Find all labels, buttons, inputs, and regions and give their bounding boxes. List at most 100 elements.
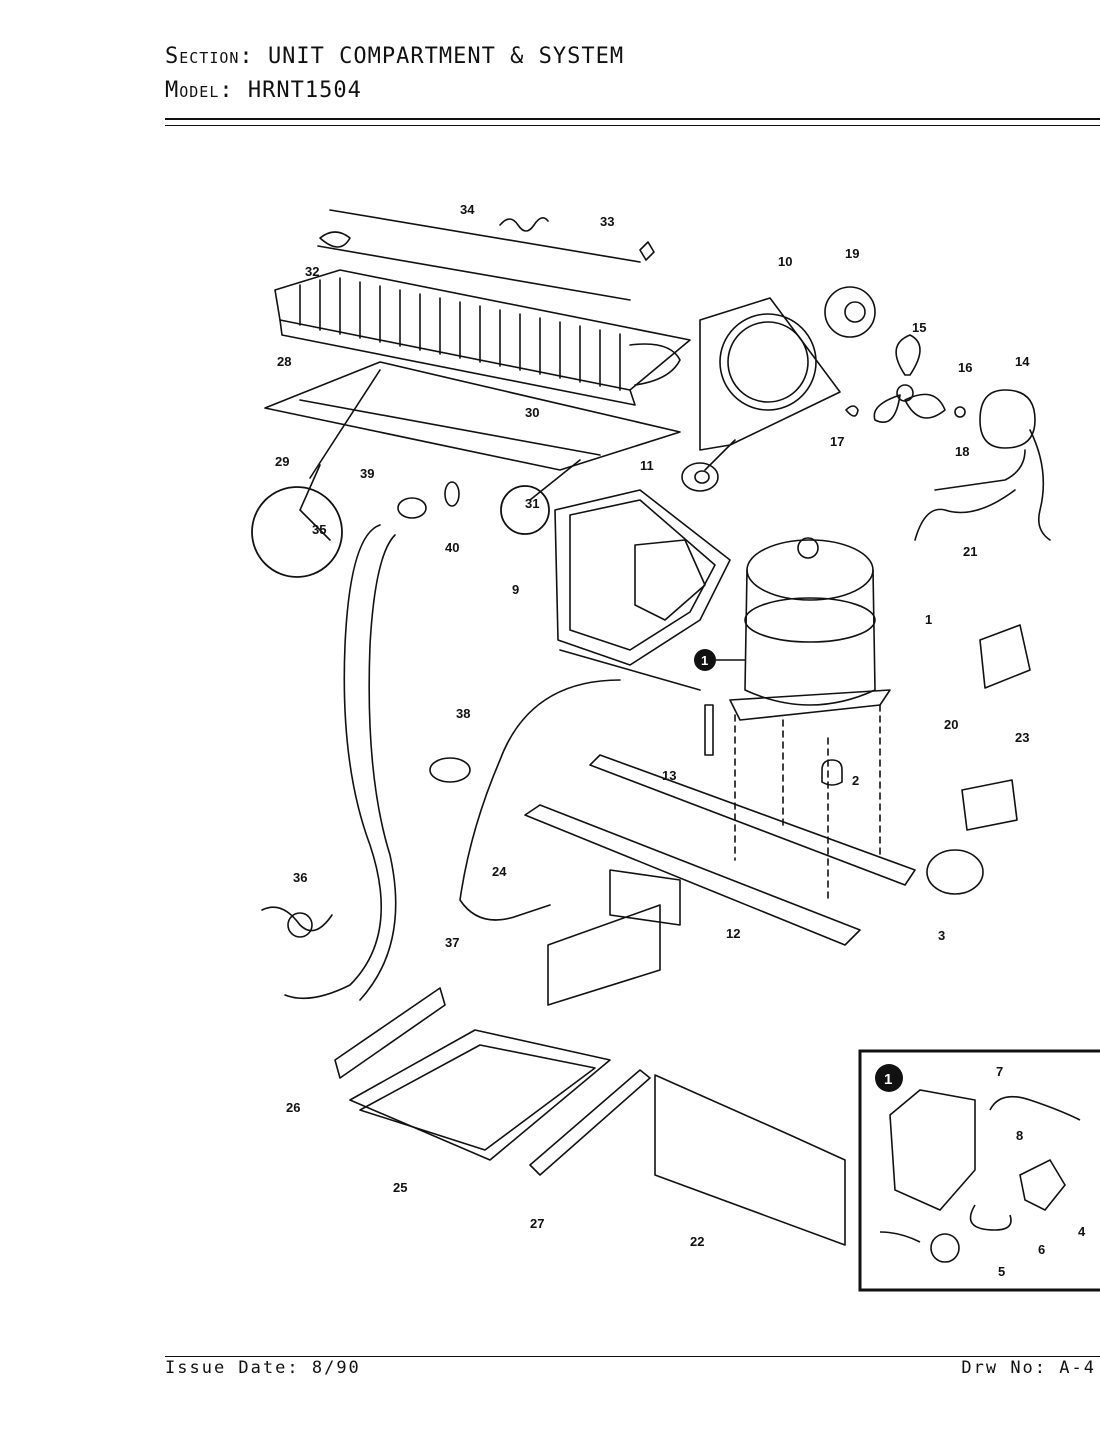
wire-harness — [914, 489, 1016, 541]
hose-clamp — [429, 757, 471, 783]
callout-38: 38 — [456, 706, 470, 721]
callout-26: 26 — [286, 1100, 300, 1115]
callout-4: 4 — [1078, 1224, 1086, 1239]
compressor — [729, 537, 891, 721]
clip — [845, 405, 859, 417]
fan-motor — [979, 389, 1051, 541]
callout-33: 33 — [600, 214, 614, 229]
callout-leader — [299, 464, 331, 541]
grommet-40 — [444, 481, 460, 507]
bracket-upper — [609, 869, 681, 926]
lead-wire — [879, 1231, 921, 1243]
drain-pan — [334, 987, 611, 1161]
callout-1: 1 — [925, 612, 932, 627]
callout-25: 25 — [393, 1180, 407, 1195]
callout-16: 16 — [958, 360, 972, 375]
inset-reference-marker: 1 — [694, 649, 745, 671]
callout-17: 17 — [830, 434, 844, 449]
relay — [979, 624, 1031, 689]
mount-grommet — [821, 759, 843, 786]
callout-leader-31 — [529, 459, 581, 501]
callout-5: 5 — [998, 1264, 1005, 1279]
callout-6: 6 — [1038, 1242, 1045, 1257]
drawing-number: Drw No: A-4 — [961, 1358, 1096, 1378]
tube — [934, 449, 1026, 491]
overload-unit — [930, 1233, 960, 1263]
callout-10: 10 — [778, 254, 792, 269]
callout-leader-11 — [704, 439, 736, 471]
callout-31: 31 — [525, 496, 539, 511]
callout-30: 30 — [525, 405, 539, 420]
header-rule — [165, 118, 1100, 120]
fan-hub — [824, 286, 876, 338]
drain-tube-inner — [359, 534, 397, 1001]
drain-tube — [284, 524, 383, 1000]
inset-detail: 1 7 8 4 6 5 — [858, 1049, 1100, 1292]
callout-32: 32 — [305, 264, 319, 279]
wire-rod-assembly — [317, 209, 655, 301]
callout-labels: 34 33 32 28 29 30 31 35 39 40 10 19 15 1… — [275, 202, 1030, 1249]
filter-drier — [704, 704, 714, 756]
issue-label: Issue Date: — [165, 1358, 300, 1378]
compressor-clip — [926, 849, 984, 895]
model-heading: Model: HRNT1504 — [165, 78, 362, 103]
bail-wire — [989, 1095, 1081, 1121]
terminal-cover — [889, 1089, 976, 1211]
callout-39: 39 — [360, 466, 374, 481]
section-heading: Section: UNIT COMPARTMENT & SYSTEM — [165, 44, 624, 69]
fan-blade — [873, 334, 946, 423]
detail-circle-31 — [500, 485, 550, 535]
callout-27: 27 — [530, 1216, 544, 1231]
nut — [954, 406, 966, 418]
footer-rule — [165, 1356, 1100, 1357]
detail-circle-35 — [251, 486, 343, 578]
callout-37: 37 — [445, 935, 459, 950]
callout-3: 3 — [938, 928, 945, 943]
condenser-coil — [274, 269, 691, 406]
model-value: HRNT1504 — [247, 78, 362, 103]
callout-leader-35 — [309, 369, 381, 479]
model-label: Model: — [165, 78, 234, 103]
callout-11: 11 — [640, 458, 654, 473]
callout-13: 13 — [662, 768, 676, 783]
callout-2: 2 — [852, 773, 859, 788]
callout-8: 8 — [1016, 1128, 1023, 1143]
header-rule-thin — [165, 125, 1100, 126]
section-label: Section: — [165, 44, 254, 69]
hose-coupling — [261, 906, 333, 938]
evaporator-pan — [554, 489, 731, 691]
callout-19: 19 — [845, 246, 859, 261]
detail-magnifiers — [251, 485, 550, 578]
base-rails — [524, 704, 916, 946]
power-cord — [459, 679, 621, 921]
callout-15: 15 — [912, 320, 926, 335]
inset-marker-label: 1 — [884, 1071, 892, 1088]
callout-29: 29 — [275, 454, 289, 469]
grommet-39 — [397, 497, 427, 519]
callout-21: 21 — [963, 544, 977, 559]
callout-20: 20 — [944, 717, 958, 732]
callout-9: 9 — [512, 582, 519, 597]
callout-14: 14 — [1015, 354, 1030, 369]
callout-12: 12 — [726, 926, 740, 941]
callout-28: 28 — [277, 354, 291, 369]
issue-date: Issue Date: 8/90 — [165, 1358, 361, 1378]
grommet — [681, 462, 719, 492]
spring-clip — [969, 1204, 1012, 1231]
callout-7: 7 — [996, 1064, 1003, 1079]
section-value: UNIT COMPARTMENT & SYSTEM — [267, 44, 625, 69]
callout-18: 18 — [955, 444, 969, 459]
overload-protector — [961, 779, 1018, 831]
callout-22: 22 — [690, 1234, 704, 1249]
callout-24: 24 — [492, 864, 507, 879]
drip-plate — [264, 361, 681, 471]
callout-40: 40 — [445, 540, 459, 555]
fan-shroud — [699, 297, 841, 451]
drawing-label: Drw No: — [961, 1358, 1048, 1378]
callout-35: 35 — [312, 522, 326, 537]
callout-34: 34 — [460, 202, 475, 217]
issue-value: 8/90 — [311, 1358, 361, 1378]
bracket — [547, 904, 661, 1006]
access-panel — [654, 1074, 846, 1246]
